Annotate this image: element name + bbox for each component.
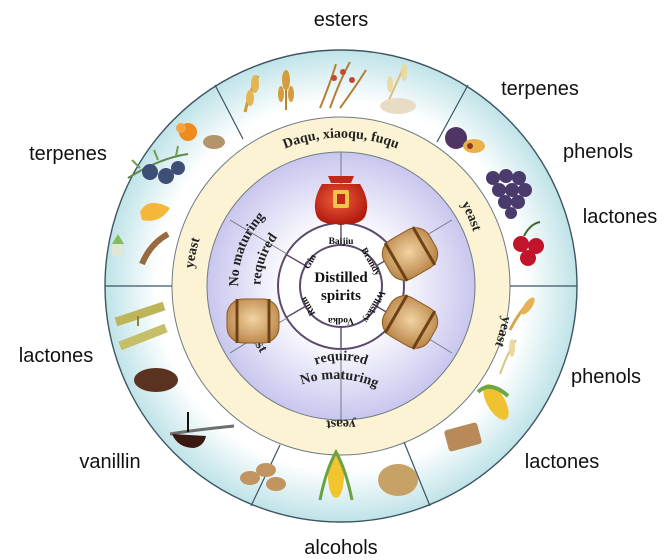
label-terpenes-right: terpenes: [501, 78, 579, 100]
label-esters: esters: [314, 9, 368, 31]
yeast-label-bottom: yeast: [325, 416, 356, 432]
label-lactones-right-bottom: lactones: [525, 451, 600, 473]
spirit-baijiu: Baijiu: [329, 237, 355, 247]
spirit-vodka: Vodka: [328, 315, 354, 325]
label-lactones-left: lactones: [19, 345, 94, 367]
grain-icon: [134, 368, 178, 392]
core-label-line1: Distilled: [314, 270, 368, 286]
label-phenols-right-top: phenols: [563, 141, 633, 163]
label-vanillin: vanillin: [79, 451, 140, 473]
core-label-line2: spirits: [321, 288, 361, 304]
label-terpenes-left: terpenes: [29, 143, 107, 165]
grain-icon: [378, 464, 418, 496]
label-lactones-right-top: lactones: [583, 206, 658, 228]
label-alcohols: alcohols: [304, 537, 377, 559]
label-phenols-right-bottom: phenols: [571, 366, 641, 388]
barrel-icon: [227, 299, 279, 343]
